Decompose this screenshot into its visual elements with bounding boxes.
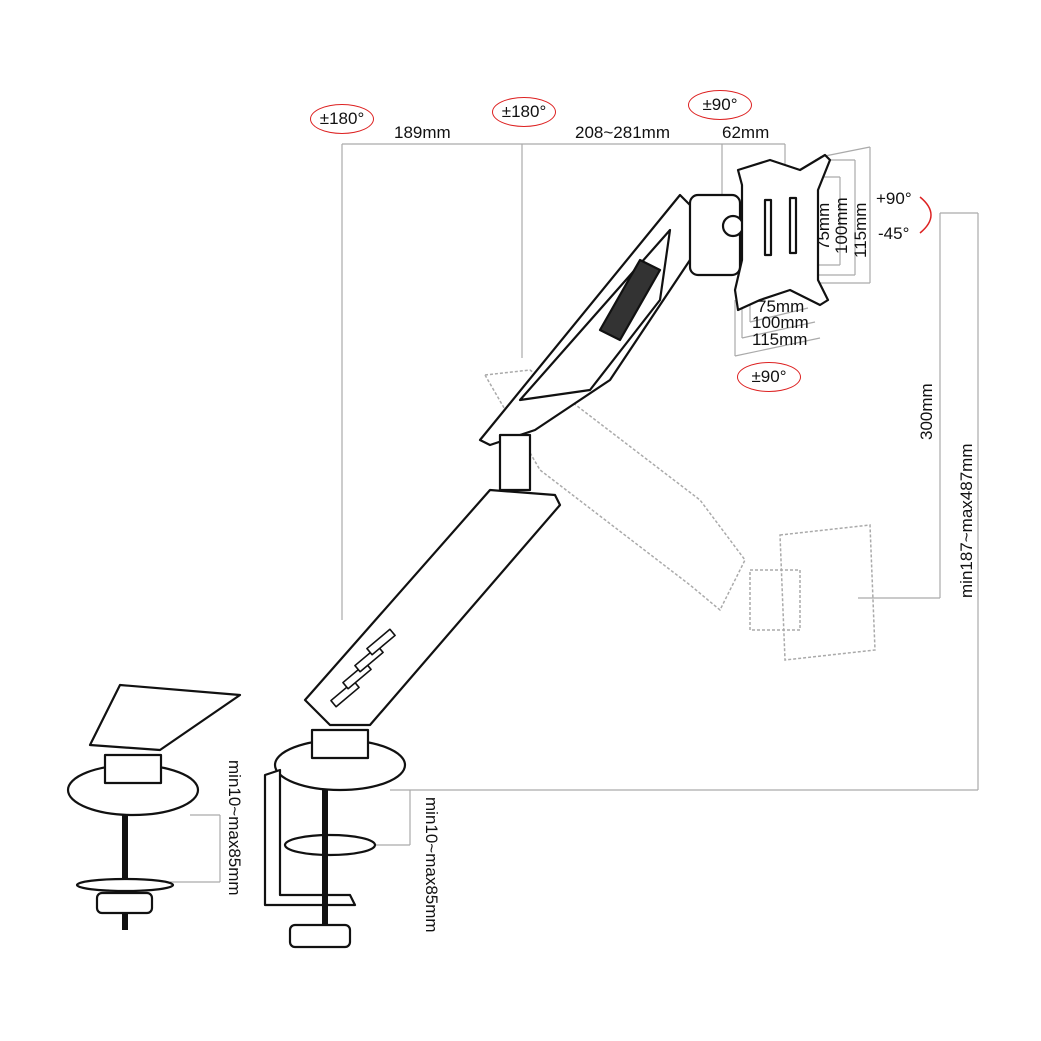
upper-arm: [478, 193, 697, 447]
vesa-v-115: 115mm: [851, 202, 870, 258]
elbow-rotation-badge: ±180°: [492, 97, 556, 127]
c-clamp: [263, 768, 357, 907]
tilt-head: [688, 193, 742, 277]
dim-lower-arm: 189mm: [394, 123, 451, 142]
tilt-arrow-icon: [919, 196, 932, 234]
vesa-h-100: 100mm: [752, 313, 809, 332]
rotate-badge: ±90°: [737, 362, 801, 392]
vesa-v-75: 75mm: [814, 202, 833, 250]
vesa-plate: [733, 153, 832, 312]
vesa-h-75: 75mm: [757, 297, 805, 316]
dim-upper-arm: 208~281mm: [575, 123, 670, 142]
base-rotation-badge: ±180°: [310, 104, 374, 134]
arm-drawing: [66, 153, 832, 949]
clamp-thickness: min10~max85mm: [422, 797, 441, 933]
height-travel: 300mm: [917, 383, 936, 440]
tilt-down-label: -45°: [878, 224, 910, 243]
tilt-up-label: +90°: [876, 189, 912, 208]
swivel-rotation-badge: ±90°: [688, 90, 752, 120]
elbow-joint: [498, 433, 532, 492]
height-range: min187~max487mm: [957, 443, 976, 599]
grommet-arm-stub: [88, 683, 242, 752]
grommet-thickness: min10~max85mm: [225, 760, 244, 896]
dim-head: 62mm: [722, 123, 770, 142]
vesa-h-115: 115mm: [752, 330, 808, 349]
vesa-v-100: 100mm: [832, 197, 851, 254]
